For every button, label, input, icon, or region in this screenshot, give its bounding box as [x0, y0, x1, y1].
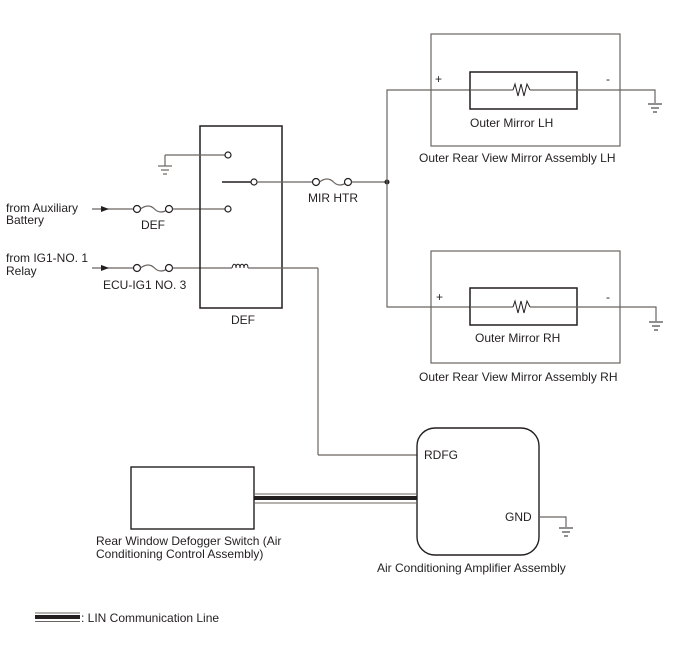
wire-lh-ground — [577, 89, 656, 103]
wire-amplifier-ground — [539, 516, 567, 527]
mirror-rh-plus: + — [436, 290, 443, 304]
input-label-aux-battery-2: Battery — [6, 213, 44, 227]
resistor-icon-rh — [470, 299, 577, 314]
mirror-rh-assembly-label: Outer Rear View Mirror Assembly RH — [419, 370, 618, 384]
ground-icon-relay — [158, 154, 225, 175]
relay-contact-nc — [224, 151, 232, 159]
defogger-switch-label-2: Conditioning Control Assembly) — [96, 547, 263, 561]
relay-coil-icon — [231, 263, 417, 456]
defogger-switch-box — [130, 466, 255, 530]
amplifier-box — [416, 427, 540, 556]
relay-def-box — [199, 125, 283, 309]
legend-lin-label: : LIN Communication Line — [81, 611, 219, 625]
input-label-ig1-relay-1: from IG1-NO. 1 — [6, 251, 88, 265]
ground-icon-lh — [648, 103, 662, 113]
fuse-label-def: DEF — [141, 218, 165, 232]
fuse-def-icon — [132, 204, 225, 214]
wire-to-mirror-rh — [386, 182, 470, 308]
amplifier-label: Air Conditioning Amplifier Assembly — [377, 561, 566, 575]
mirror-rh-minus: - — [606, 290, 610, 304]
legend-lin-icon — [35, 612, 80, 622]
mirror-lh-element-label: Outer Mirror LH — [470, 116, 553, 130]
input-label-ig1-relay-2: Relay — [6, 264, 37, 278]
relay-label: DEF — [231, 313, 255, 327]
mirror-lh-plus: + — [435, 72, 442, 86]
fuse-ecu-ig1-icon — [132, 263, 231, 273]
defogger-switch-label-1: Rear Window Defogger Switch (Air — [96, 534, 281, 548]
resistor-icon-lh — [470, 82, 577, 97]
mirror-lh-minus: - — [606, 72, 610, 86]
fuse-label-mir-htr: MIR HTR — [308, 191, 358, 205]
mirror-rh-element-label: Outer Mirror RH — [475, 331, 560, 345]
fuse-label-ecu-ig1: ECU-IG1 NO. 3 — [103, 278, 187, 292]
amplifier-pin-rdfg: RDFG — [424, 448, 458, 462]
relay-switch-arm — [222, 178, 313, 186]
mirror-lh-assembly-label: Outer Rear View Mirror Assembly LH — [419, 151, 616, 165]
arrow-icon-aux — [92, 206, 134, 212]
input-label-aux-battery-1: from Auxiliary — [6, 201, 78, 215]
wire-rh-ground — [577, 306, 657, 321]
ground-icon-rh — [649, 321, 663, 331]
relay-contact-no — [224, 205, 232, 213]
amplifier-pin-gnd: GND — [505, 510, 532, 524]
arrow-icon-ig1 — [92, 265, 134, 271]
ground-icon-amplifier — [559, 527, 573, 537]
lin-communication-line — [254, 493, 417, 504]
wire-to-mirror-lh — [386, 89, 470, 182]
fuse-mir-htr-icon — [311, 177, 387, 187]
